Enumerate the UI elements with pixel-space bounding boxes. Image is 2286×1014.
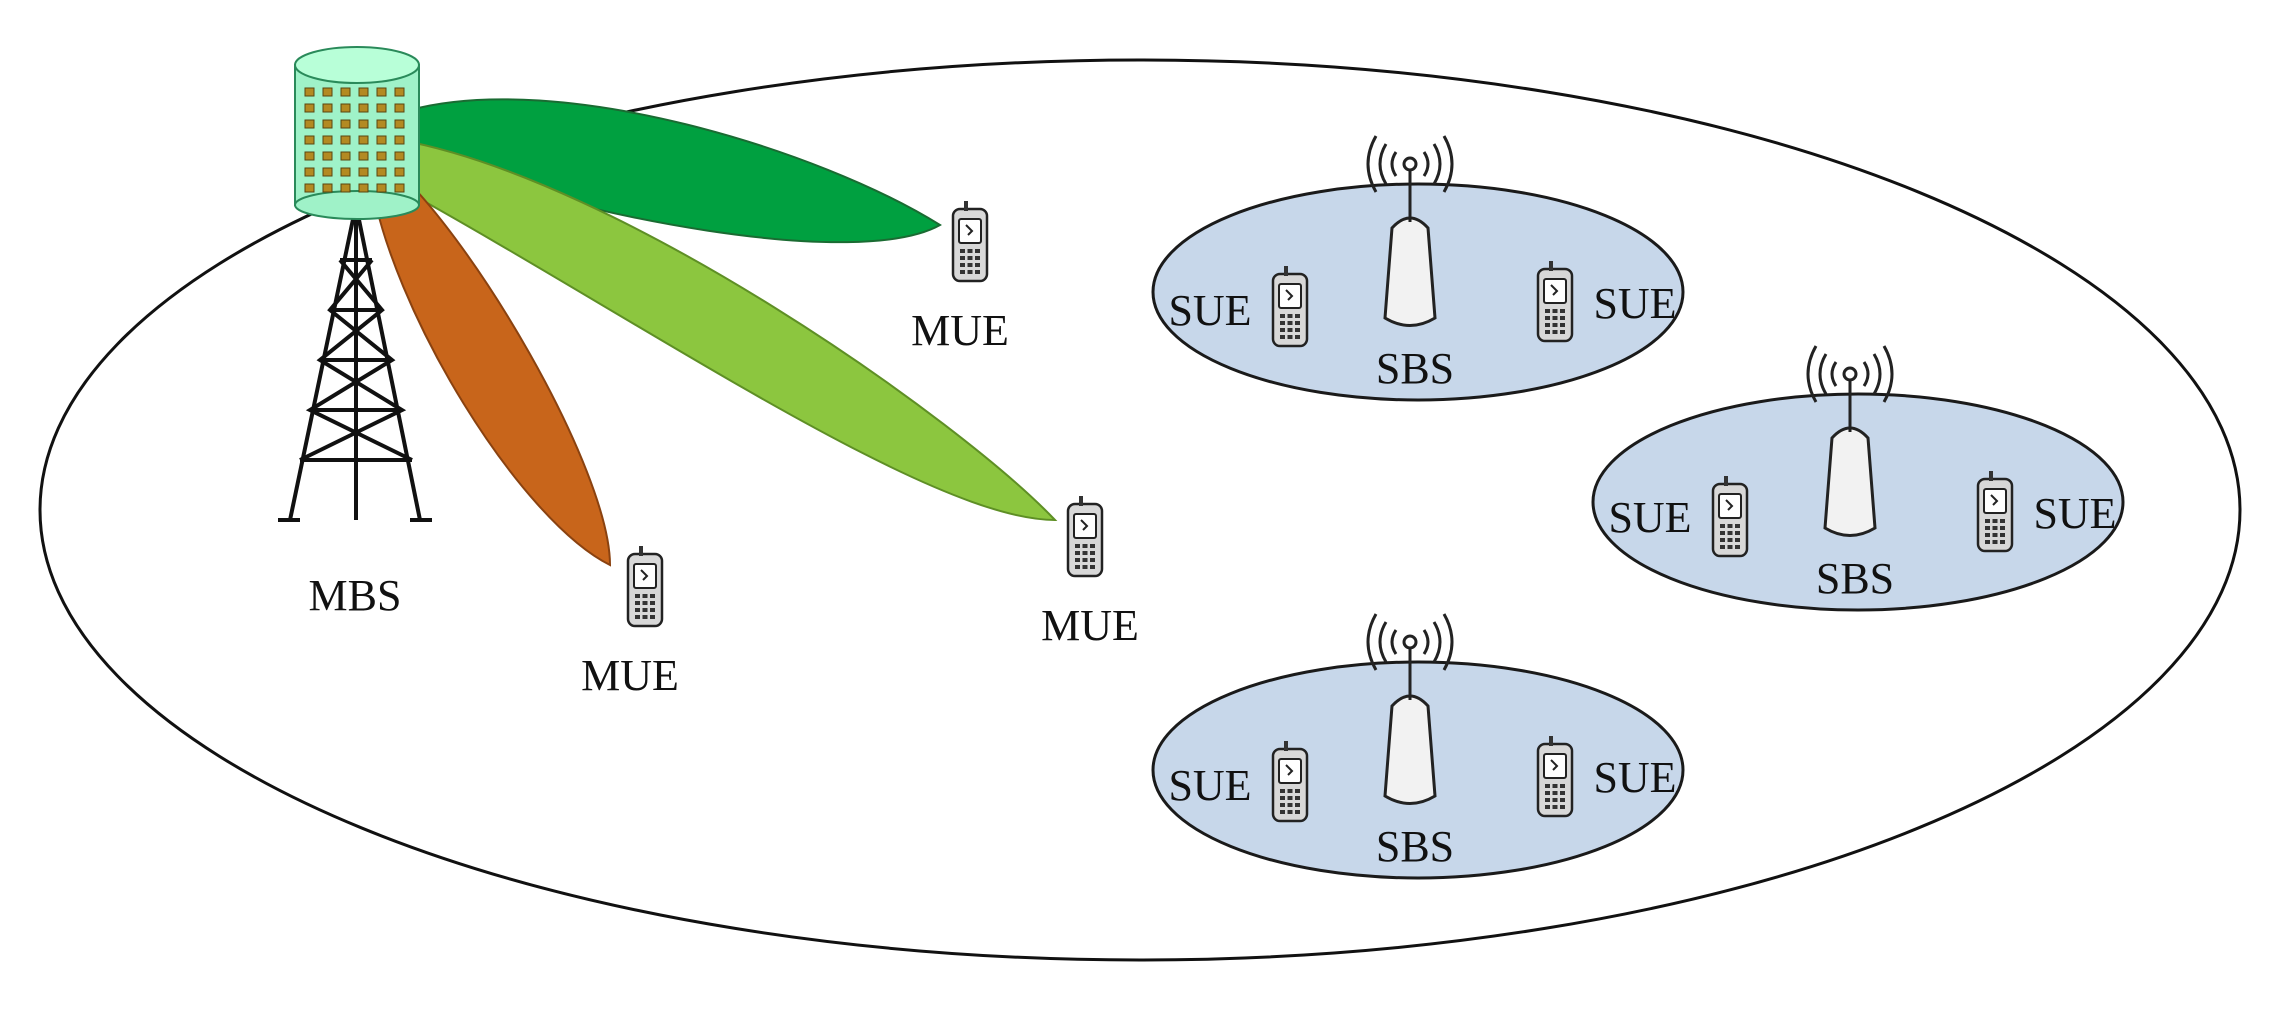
antenna-element [394, 151, 405, 161]
antenna-element [376, 119, 387, 129]
sbs-label-top: SBS [1376, 344, 1454, 393]
antenna-element [394, 135, 405, 145]
antenna-element [322, 151, 333, 161]
antenna-element [304, 103, 315, 113]
antenna-element [340, 183, 351, 193]
antenna-element [358, 87, 369, 97]
mue-phone-left [626, 544, 664, 628]
mue-label-middle: MUE [1041, 601, 1139, 650]
antenna-element [358, 167, 369, 177]
antenna-element [358, 183, 369, 193]
mbs-label: MBS [309, 571, 402, 620]
antenna-element [340, 87, 351, 97]
antenna-element [394, 103, 405, 113]
antenna-element [304, 183, 315, 193]
sue-phone-bottom-right [1536, 734, 1574, 818]
antenna-element [340, 119, 351, 129]
antenna-element [358, 135, 369, 145]
antenna-element [394, 167, 405, 177]
antenna-element [358, 119, 369, 129]
sbs-label-right: SBS [1816, 554, 1894, 603]
antenna-element [304, 87, 315, 97]
mbs-tower [278, 204, 432, 522]
antenna-element [322, 103, 333, 113]
small-cell-right: SBS SUE SUE [1591, 344, 2125, 612]
antenna-element [304, 135, 315, 145]
antenna-element [376, 135, 387, 145]
mue-label-left: MUE [581, 651, 679, 700]
antenna-element [304, 119, 315, 129]
mue-label-top: MUE [911, 306, 1009, 355]
sue-label-right-left: SUE [1608, 493, 1691, 542]
sue-phone-bottom-left [1271, 739, 1309, 823]
antenna-element [358, 103, 369, 113]
antenna-element [322, 87, 333, 97]
sue-phone-right-right [1976, 469, 2014, 553]
sue-label-bottom-right: SUE [1593, 753, 1676, 802]
antenna-element [376, 183, 387, 193]
antenna-element [304, 151, 315, 161]
sue-phone-right-left [1711, 474, 1749, 558]
antenna-element [322, 119, 333, 129]
small-cell-bottom: SBS SUE SUE [1151, 612, 1685, 880]
macro-cell-boundary [38, 58, 2242, 962]
antenna-element [394, 87, 405, 97]
antenna-element [376, 103, 387, 113]
antenna-element [394, 183, 405, 193]
antenna-element [376, 167, 387, 177]
antenna-element [340, 135, 351, 145]
sue-label-right-right: SUE [2033, 489, 2116, 538]
antenna-element [376, 151, 387, 161]
mue-phone-top [951, 199, 989, 283]
antenna-element [376, 87, 387, 97]
mbs-head [294, 46, 420, 220]
antenna-element [322, 135, 333, 145]
beam-mue-middle [393, 138, 1058, 522]
antenna-element [322, 183, 333, 193]
sue-phone-top-right [1536, 259, 1574, 343]
antenna-element [340, 151, 351, 161]
antenna-element [340, 103, 351, 113]
mue-phone-middle [1066, 494, 1104, 578]
antenna-element [304, 167, 315, 177]
sbs-label-bottom: SBS [1376, 822, 1454, 871]
small-cell-top: SBS SUE SUE [1151, 134, 1685, 402]
beam-mue-left [368, 158, 612, 567]
antenna-element [340, 167, 351, 177]
sue-label-bottom-left: SUE [1168, 761, 1251, 810]
antenna-element [322, 167, 333, 177]
antenna-element [358, 151, 369, 161]
antenna-element [394, 119, 405, 129]
sue-label-top-left: SUE [1168, 286, 1251, 335]
sue-phone-top-left [1271, 264, 1309, 348]
sue-label-top-right: SUE [1593, 279, 1676, 328]
